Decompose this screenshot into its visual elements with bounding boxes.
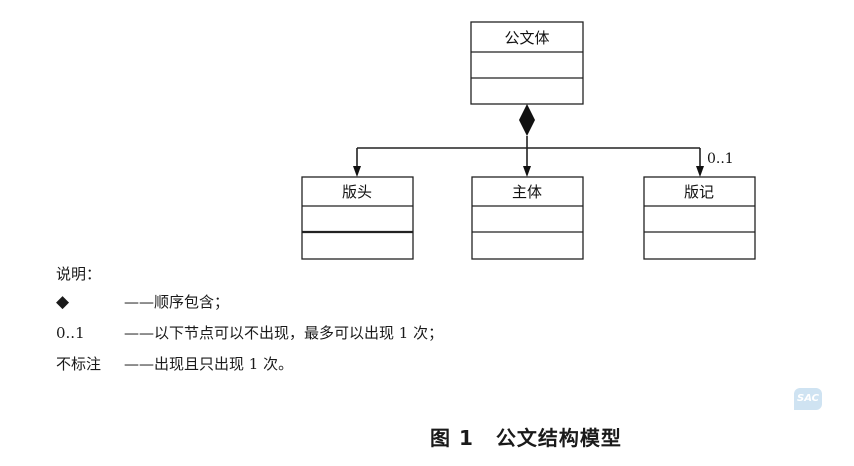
unmarked-symbol: 不标注 [56,355,102,373]
legend-item-multiplicity: 0..1 ——以下节点可以不出现，最多可以出现 1 次； [56,322,443,344]
legend-title: 说明： [56,265,102,283]
legend-description: ——出现且只出现 1 次。 [124,355,294,373]
legend-description: ——顺序包含； [124,293,230,311]
watermark-logo: SAC [794,388,822,410]
root-class-box: 公文体 [470,21,584,105]
figure-number: 图 1 [430,426,474,450]
multiplicity-symbol: 0..1 [56,324,85,342]
connector-lines [356,136,701,170]
arrowhead-left [353,166,361,177]
multiplicity-label: 0..1 [707,151,734,167]
child-class-box-3: 版记 [643,176,756,260]
child-class-title: 版头 [342,183,372,201]
arrowhead-middle [523,166,531,177]
child-class-title: 主体 [512,183,542,201]
root-class-title: 公文体 [504,29,549,47]
child-class-box-1: 版头 [301,176,414,260]
child-class-box-2: 主体 [471,176,584,260]
child-class-title: 版记 [684,183,714,201]
figure-caption: 图 1 公文结构模型 [430,422,622,451]
legend-description: ——以下节点可以不出现，最多可以出现 1 次； [124,324,444,342]
diamond-symbol: ◆ [56,292,70,312]
legend-item-unmarked: 不标注 ——出现且只出现 1 次。 [56,353,293,375]
figure-title: 公文结构模型 [495,426,622,450]
legend-item-diamond: ◆ ——顺序包含； [56,291,229,313]
arrowhead-right [696,166,704,177]
composition-diamond [519,104,535,136]
